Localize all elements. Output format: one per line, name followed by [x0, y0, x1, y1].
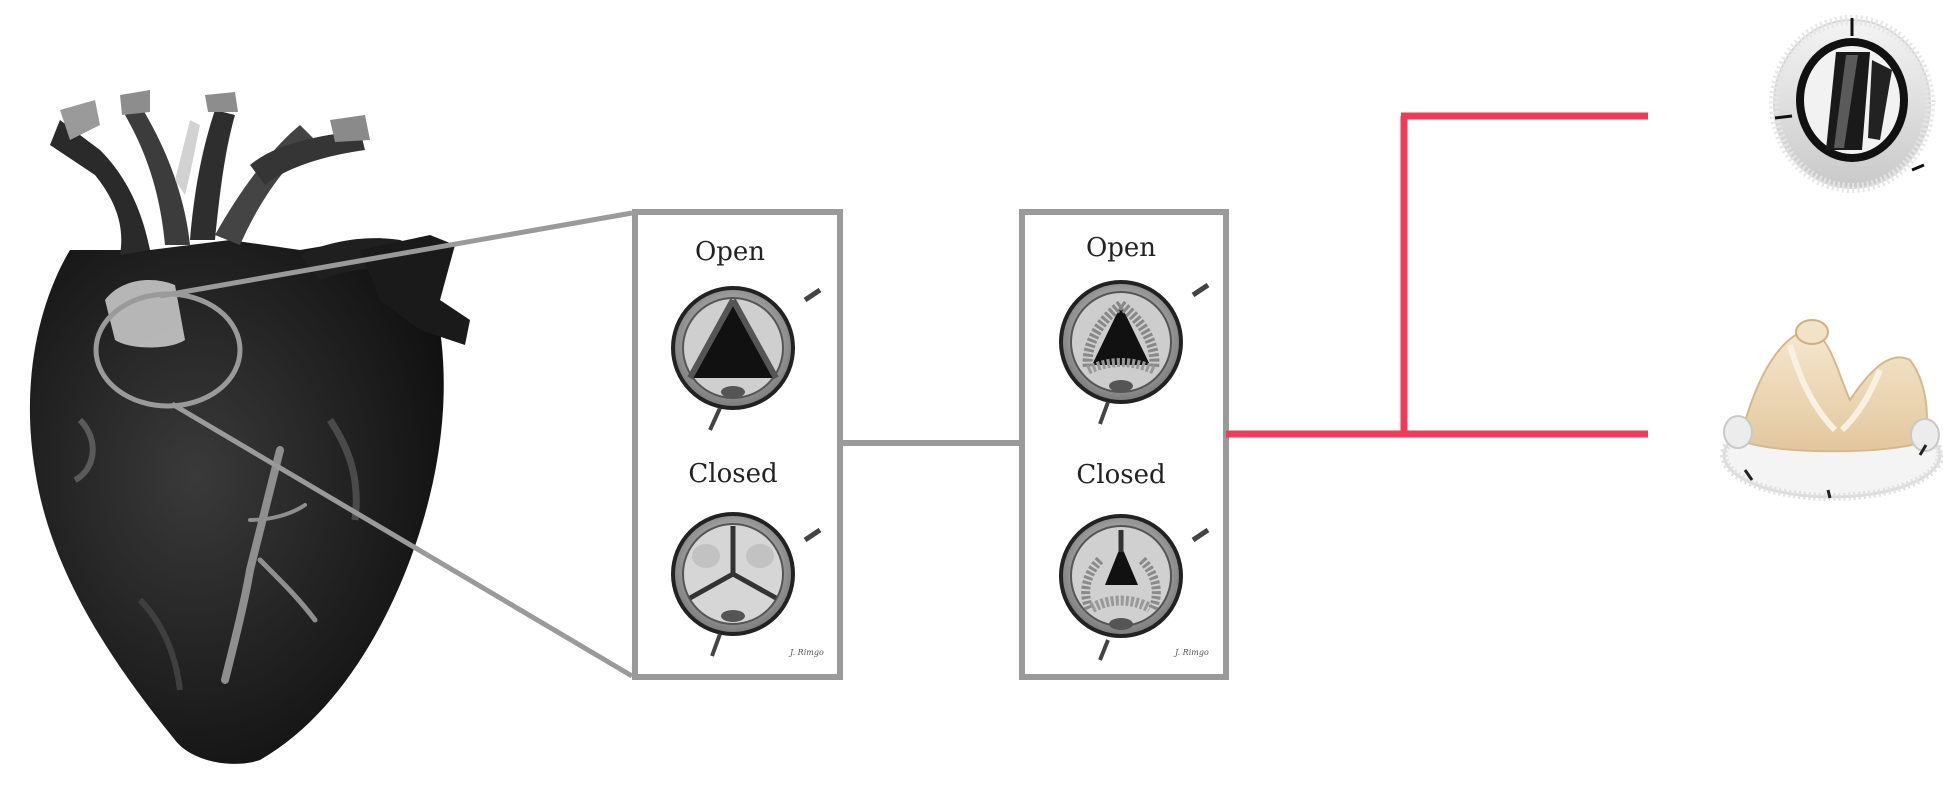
mechanical-valve-icon: [1769, 15, 1935, 193]
panel-normal-signature: J. Rimgo: [788, 648, 824, 657]
diseased-valve-open-icon: [1059, 280, 1210, 425]
zoom-line-top: [159, 210, 633, 299]
panel-normal-closed-label: Closed: [688, 459, 777, 489]
diseased-valve-closed-icon: [1059, 514, 1210, 661]
panel-diseased-closed-label: Closed: [1076, 460, 1165, 490]
panel-normal-open-label: Open: [695, 237, 765, 267]
panel-normal-valve: Open Closed J. Rimgo: [632, 209, 843, 680]
panel-diseased-open-label: Open: [1086, 233, 1156, 263]
bioprosthetic-valve-icon: [1720, 319, 1943, 501]
zoom-line-bottom: [170, 401, 634, 679]
treatment-branch: [1226, 112, 1648, 438]
normal-valve-closed-icon: [671, 512, 822, 657]
panel-diseased-valve: Open Closed J. Rimgo: [1019, 209, 1229, 680]
panel-diseased-signature: J. Rimgo: [1173, 648, 1209, 657]
normal-valve-open-icon: [671, 286, 822, 431]
heart-illustration: [29, 90, 470, 764]
